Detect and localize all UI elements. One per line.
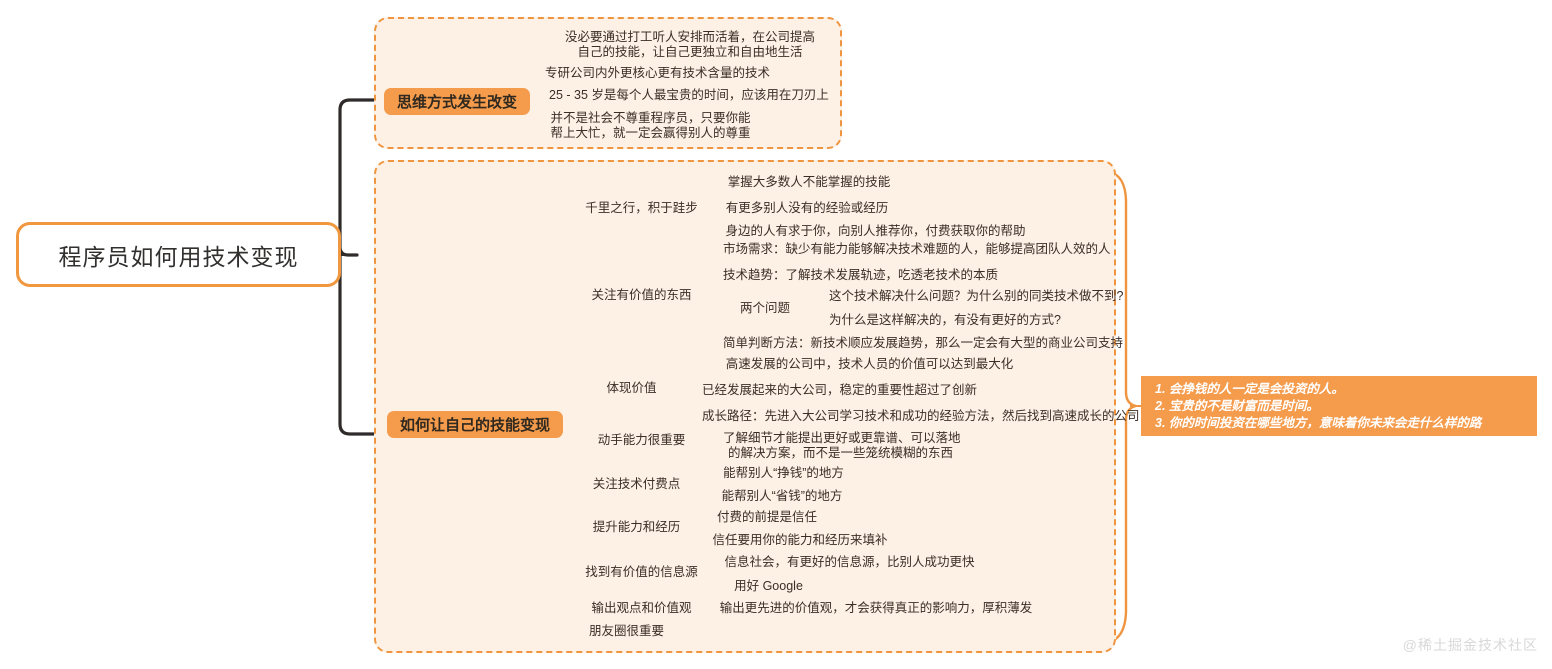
summary-callout: 1. 会挣钱的人一定是会投资的人。 2. 宝贵的不是财富而是时间。 3. 你的时… — [1141, 376, 1537, 436]
leaf-hands-on-1: 了解细节才能提出更好或更靠谱、可以落地 的解决方案，而不是一些笼统模糊的东西 — [723, 431, 961, 460]
leaf-two-questions-1: 这个技术解决什么问题？为什么别的同类技术做不到? — [829, 289, 1124, 303]
leaf-valuable-2: 技术趋势：了解技术发展轨迹，吃透老技术的本质 — [723, 268, 999, 282]
leaf-paid-points-2: 能帮别人“省钱”的地方 — [721, 489, 843, 503]
leaf-show-value-3: 成长路径：先进入大公司学习技术和成功的经验方法，然后找到高速成长的公司 — [702, 409, 1140, 423]
watermark: @稀土掘金技术社区 — [1402, 637, 1538, 653]
leaf-info-source-2: 用好 Google — [734, 579, 803, 593]
leaf-share-values-1: 输出更先进的价值观，才会获得真正的影响力，厚积薄发 — [719, 601, 1033, 615]
summary-item-2: 2. 宝贵的不是财富而是时间。 — [1155, 399, 1319, 413]
root-node[interactable]: 程序员如何用技术变现 — [16, 222, 341, 287]
leaf-small-steps-2: 有更多别人没有的经验或经历 — [725, 201, 889, 215]
leaf-show-value-2: 已经发展起来的大公司，稳定的重要性超过了创新 — [702, 383, 978, 397]
node-improve-ability: 提升能力和经历 — [592, 520, 681, 534]
node-paid-points: 关注技术付费点 — [592, 477, 681, 491]
root-node-label: 程序员如何用技术变现 — [58, 243, 299, 270]
node-valuable-things: 关注有价值的东西 — [591, 288, 692, 302]
node-info-source: 找到有价值的信息源 — [585, 565, 698, 579]
node-share-values: 输出观点和价值观 — [591, 601, 692, 615]
leaf-improve-ability-2: 信任要用你的能力和经历来填补 — [712, 533, 888, 547]
leaf-small-steps-3: 身边的人有求于你，向别人推荐你，付费获取你的帮助 — [725, 224, 1026, 238]
leaf-mindset-1: 没必要通过打工听人安排而活着，在公司提高 自己的技能，让自己更独立和自由地生活 — [564, 30, 815, 59]
node-two-questions: 两个问题 — [739, 301, 790, 315]
leaf-small-steps-1: 掌握大多数人不能掌握的技能 — [727, 175, 891, 189]
branch-node-label: 思维方式发生改变 — [397, 94, 518, 111]
group-box-mindset — [374, 17, 842, 149]
leaf-valuable-4: 简单判断方法：新技术顺应发展趋势，那么一定会有大型的商业公司支持 — [723, 336, 1124, 350]
branch-node-mindset[interactable]: 思维方式发生改变 — [384, 88, 531, 115]
leaf-mindset-4: 并不是社会不尊重程序员，只要你能 帮上大忙，就一定会赢得别人的尊重 — [550, 111, 751, 140]
node-small-steps: 千里之行，积于跬步 — [585, 201, 698, 215]
leaf-show-value-1: 高速发展的公司中，技术人员的价值可以达到最大化 — [725, 357, 1014, 371]
node-hands-on: 动手能力很重要 — [597, 433, 686, 447]
leaf-paid-points-1: 能帮别人“挣钱”的地方 — [723, 466, 844, 480]
branch-node-label: 如何让自己的技能变现 — [400, 417, 551, 434]
summary-item-3: 3. 你的时间投资在哪些地方，意味着你未来会走什么样的路 — [1155, 416, 1482, 430]
leaf-improve-ability-1: 付费的前提是信任 — [716, 510, 817, 524]
leaf-mindset-3: 25 - 35 岁是每个人最宝贵的时间，应该用在刀刃上 — [549, 88, 829, 102]
node-social-circle: 朋友圈很重要 — [589, 624, 665, 638]
leaf-info-source-1: 信息社会，有更好的信息源，比别人成功更快 — [724, 555, 975, 569]
group-box-monetize — [374, 160, 1116, 653]
leaf-mindset-2: 专研公司内外更核心更有技术含量的技术 — [545, 66, 771, 80]
leaf-two-questions-2: 为什么是这样解决的，有没有更好的方式? — [829, 313, 1061, 327]
node-show-value: 体现价值 — [606, 381, 657, 395]
branch-node-monetize[interactable]: 如何让自己的技能变现 — [387, 411, 564, 438]
summary-item-1: 1. 会挣钱的人一定是会投资的人。 — [1155, 382, 1344, 396]
leaf-valuable-1: 市场需求：缺少有能力能够解决技术难题的人，能够提高团队人效的人 — [723, 242, 1111, 256]
